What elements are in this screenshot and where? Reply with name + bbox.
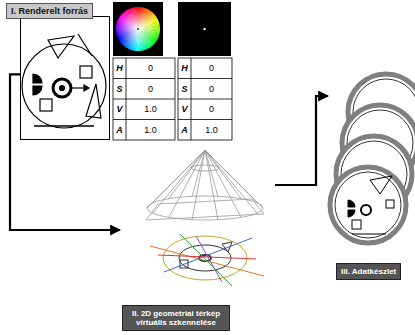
wheel-dot [137, 28, 139, 30]
table-value: 0 [192, 100, 231, 119]
panel-title: I. Renderelt forrás [6, 3, 93, 19]
scan-frustum [146, 150, 264, 220]
table-key: V [179, 100, 190, 119]
table-value: 1.0 [127, 121, 174, 140]
table-key: A [114, 121, 125, 140]
table-value: 0 [192, 80, 231, 99]
color-wheel [116, 7, 160, 51]
table-key: H [179, 59, 190, 78]
source-panel: I. Renderelt forrás [20, 16, 110, 140]
white-dot [203, 28, 205, 30]
color-wheel-image [113, 2, 163, 56]
value-table [113, 58, 232, 140]
scan-ray [153, 150, 205, 213]
table-key: H [114, 59, 125, 78]
table-value: 0 [127, 59, 174, 78]
scan-ray [192, 150, 205, 196]
table-value: 1.0 [127, 100, 174, 119]
scan-ray [153, 150, 205, 203]
scan-ray [205, 150, 257, 213]
scan-ray [205, 150, 241, 217]
scan-ray [169, 150, 205, 199]
scanned-map [150, 234, 264, 286]
scan-ray [147, 150, 205, 208]
table-value: 0 [192, 59, 231, 78]
color-wheel-center [116, 7, 160, 51]
table-key: S [114, 80, 125, 99]
dataset-stack [330, 74, 415, 243]
dataset-panel: III. Adatkészlet [328, 66, 412, 282]
scan-panel: II. 2D geometriai térkép virtuális szken… [120, 145, 275, 333]
scan-ray [205, 150, 263, 208]
source-drawing [22, 34, 106, 128]
table-key: S [179, 80, 190, 99]
black-image [178, 2, 231, 56]
scan-ray [169, 150, 205, 217]
table-key: A [179, 121, 190, 140]
panel-title: II. 2D geometriai térkép virtuális szken… [122, 305, 230, 331]
scan-ray [205, 150, 241, 199]
flow-arrow [275, 96, 328, 185]
table-key: V [114, 100, 125, 119]
flow-arrow [10, 74, 120, 230]
panel-title: III. Adatkészlet [336, 263, 401, 280]
scan-ray [205, 150, 218, 220]
table-value: 1.0 [192, 121, 231, 140]
scan-ray [205, 150, 257, 203]
table-value: 0 [127, 80, 174, 99]
